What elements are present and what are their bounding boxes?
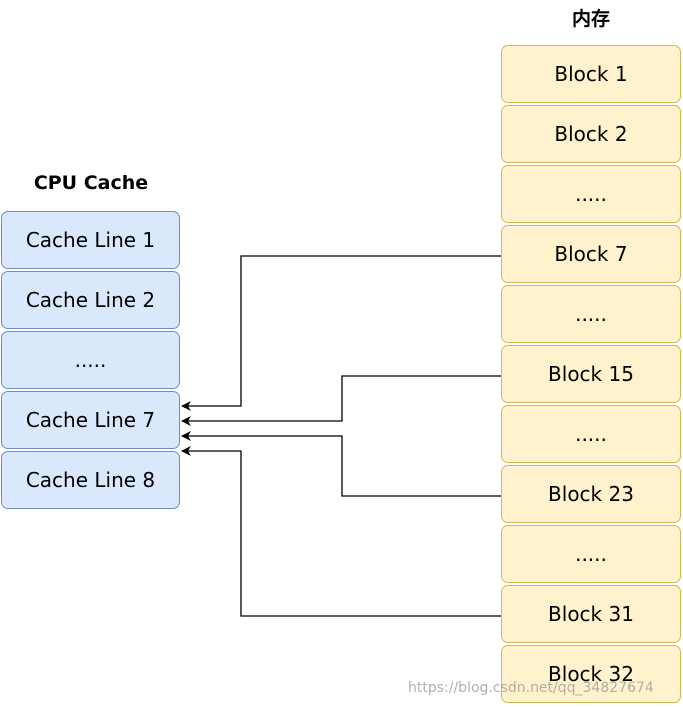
cache-line-8: Cache Line 8: [1, 451, 180, 509]
connector-block-31: [181, 446, 501, 617]
memory-block-15: Block 15: [501, 345, 681, 403]
cache-line-2: Cache Line 2: [1, 271, 180, 329]
memory-block-ellipsis: .....: [501, 525, 681, 583]
memory-block-31: Block 31: [501, 585, 681, 643]
cache-line-1: Cache Line 1: [1, 211, 180, 269]
connector-block-15: [181, 375, 501, 426]
connector-block-23: [181, 431, 501, 497]
cache-line-7: Cache Line 7: [1, 391, 180, 449]
memory-block-ellipsis: .....: [501, 285, 681, 343]
memory-block-2: Block 2: [501, 105, 681, 163]
watermark-text: https://blog.csdn.net/qq_34827674: [408, 680, 654, 696]
memory-block-ellipsis: .....: [501, 405, 681, 463]
memory-block-23: Block 23: [501, 465, 681, 523]
connector-block-7: [181, 255, 501, 411]
cpu-cache-column: Cache Line 1 Cache Line 2 ..... Cache Li…: [1, 211, 180, 511]
memory-block-ellipsis: .....: [501, 165, 681, 223]
memory-title: 内存: [571, 8, 610, 30]
cpu-cache-title: CPU Cache: [33, 172, 149, 194]
memory-block-7: Block 7: [501, 225, 681, 283]
memory-column: Block 1 Block 2 ..... Block 7 ..... Bloc…: [501, 45, 681, 705]
cache-line-ellipsis: .....: [1, 331, 180, 389]
memory-block-1: Block 1: [501, 45, 681, 103]
memory-block-32: Block 32: [501, 645, 681, 703]
